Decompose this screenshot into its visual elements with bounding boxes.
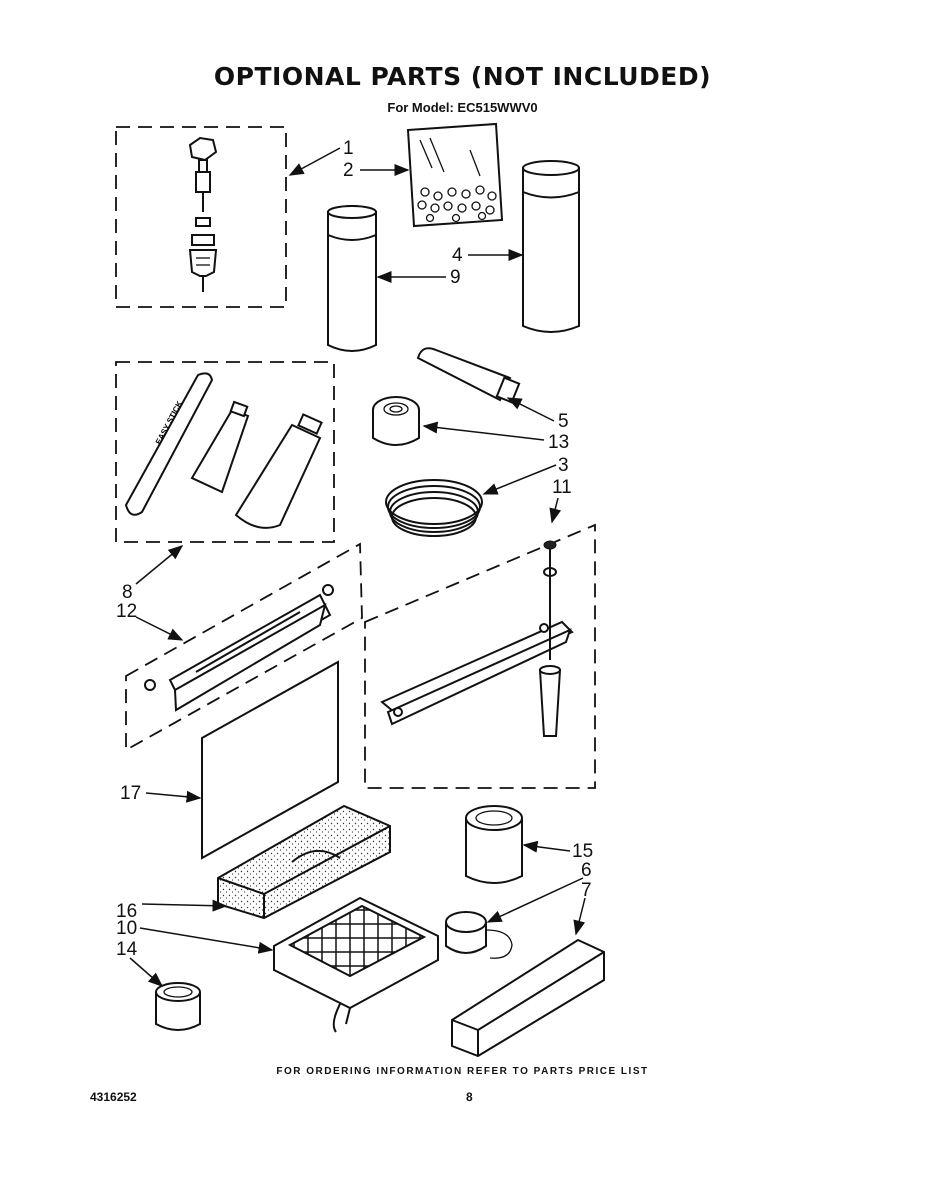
callout-9: 9 <box>450 267 461 288</box>
callout-16: 16 <box>116 901 137 922</box>
document-number: 4316252 <box>90 1090 137 1104</box>
part-7-foam-strip <box>451 938 605 1058</box>
page-title: OPTIONAL PARTS (NOT INCLUDED) <box>213 62 712 91</box>
part-8-sealant-kit: EASY STICK <box>115 361 335 543</box>
callout-8: 8 <box>122 582 133 603</box>
callout-17: 17 <box>120 783 141 804</box>
callout-4: 4 <box>452 245 463 266</box>
callout-12: 12 <box>116 601 137 622</box>
page-number: 8 <box>466 1090 473 1104</box>
leader-lines <box>129 147 586 987</box>
part-14-can <box>155 982 201 1031</box>
callout-10: 10 <box>116 918 137 939</box>
part-10-heater-grid <box>273 896 439 1033</box>
part-3-coiled-cable <box>385 479 483 537</box>
part-11-support-bracket <box>364 523 596 789</box>
callout-14: 14 <box>116 939 138 960</box>
ordering-note: FOR ORDERING INFORMATION REFER TO PARTS … <box>276 1066 649 1077</box>
callout-5: 5 <box>558 411 569 432</box>
part-5-tube <box>416 347 521 404</box>
callout-13: 13 <box>548 432 569 453</box>
callout-6: 6 <box>581 860 592 881</box>
part-9-spray-can-small <box>327 205 377 352</box>
callout-1: 1 <box>343 138 354 159</box>
callout-2: 2 <box>343 160 354 181</box>
callout-15: 15 <box>572 841 593 862</box>
callout-7: 7 <box>581 880 592 901</box>
model-subtitle: For Model: EC515WWV0 <box>387 100 538 115</box>
part-1-valve-assembly <box>115 126 287 308</box>
part-2-o-ring-bag <box>406 122 504 228</box>
part-6-tape-roll <box>445 911 513 959</box>
part-12-mounting-bracket <box>125 542 363 752</box>
part-4-spray-can-large <box>522 160 580 333</box>
part-13-tape-roll <box>372 396 420 446</box>
callout-3: 3 <box>558 455 569 476</box>
part-15-can <box>465 805 523 884</box>
callout-11: 11 <box>552 477 572 498</box>
part-17-panel <box>201 660 339 860</box>
